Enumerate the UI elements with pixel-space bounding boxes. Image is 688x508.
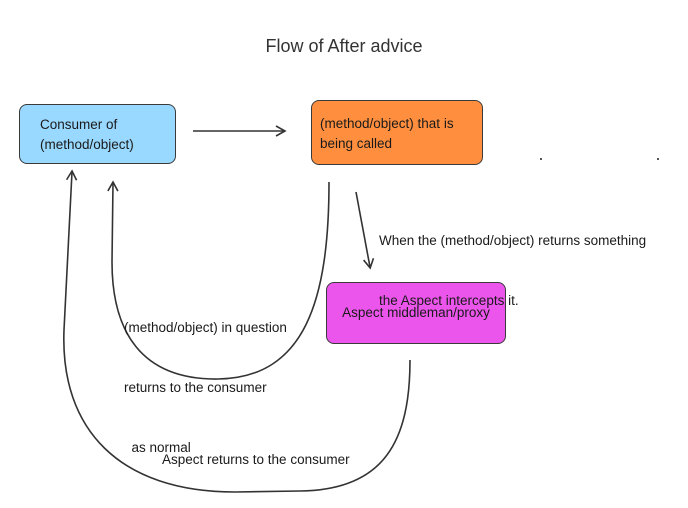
stray-mark	[657, 158, 659, 160]
edge-label-aspect-returns: Aspect returns to the consumer	[162, 452, 350, 467]
edge-label-intercept-line-2: the Aspect intercepts it.	[379, 293, 519, 308]
edge-label-returns-line-2: returns to the consumer	[124, 380, 267, 395]
edge-label-returns-line-1: (method/object) in question	[124, 320, 287, 335]
node-aspect-proxy: Aspect middleman/proxy	[326, 282, 506, 344]
diagram-title: Flow of After advice	[265, 36, 423, 56]
stray-mark	[540, 158, 542, 160]
node-consumer: Consumer of (method/object)	[19, 104, 176, 164]
node-aspect-label: Aspect middleman/proxy	[342, 305, 490, 320]
edge-label-returns-normal: (method/object) in question returns to t…	[124, 278, 287, 478]
node-consumer-line-1: Consumer of	[40, 117, 118, 132]
edge-label-returns-line-3: as normal	[124, 440, 191, 455]
node-called-method: (method/object) that is being called	[311, 100, 483, 165]
edge-aspect-to-consumer	[63, 169, 411, 493]
edge-called-to-consumer	[107, 180, 330, 380]
edge-label-intercept-line-1: When the (method/object) returns somethi…	[379, 233, 647, 248]
node-called-line-1: (method/object) that is	[320, 116, 454, 131]
node-consumer-line-2: (method/object)	[40, 137, 134, 152]
edge-label-intercept: When the (method/object) returns somethi…	[379, 191, 646, 331]
edge-called-to-aspect	[355, 191, 375, 270]
node-called-line-2: being called	[320, 136, 393, 151]
